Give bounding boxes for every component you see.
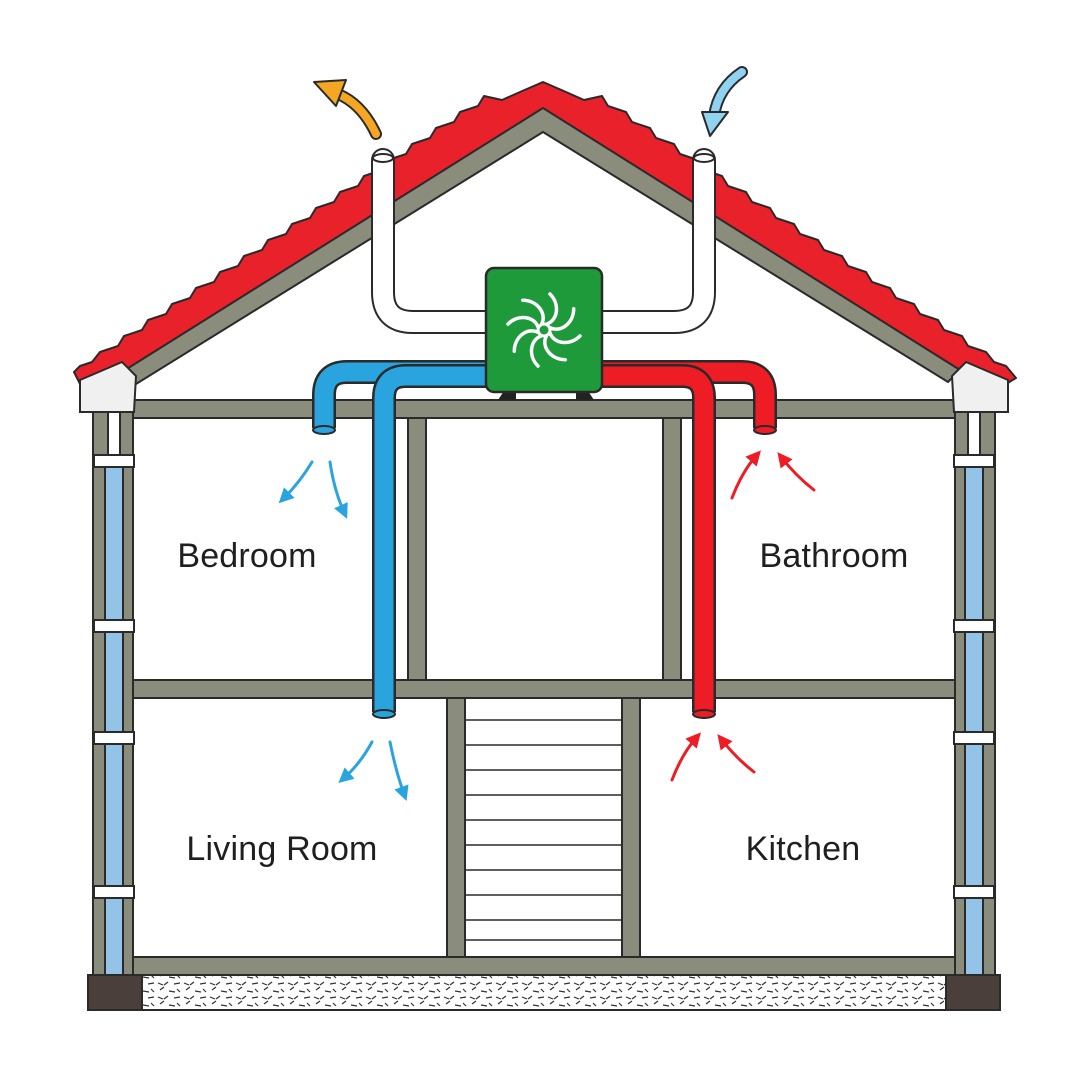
supply-arrow-icon (328, 460, 348, 519)
foundation-block-right (945, 974, 1001, 1011)
eave-left (79, 360, 138, 413)
foundation-block-left (87, 974, 143, 1011)
pipe-bracket (93, 454, 135, 468)
room-label-bedroom: Bedroom (177, 537, 316, 575)
room-label-kitchen: Kitchen (746, 830, 861, 868)
extract-arrow-icon (670, 732, 701, 782)
stair-column-left (446, 697, 466, 958)
exhaust-arrow-icon (313, 79, 382, 140)
pipe-bracket (953, 619, 995, 633)
upper-column-left (407, 417, 427, 681)
supply-arrow-icon (388, 740, 409, 802)
unit-box (484, 266, 604, 394)
fan-icon (506, 292, 582, 368)
stair-column-right (621, 697, 641, 958)
intake-arrow-icon (701, 66, 748, 137)
supply-ducts (312, 360, 490, 719)
extract-ducts (598, 360, 777, 719)
pipe-bracket (953, 454, 995, 468)
pipe-bracket (953, 885, 995, 899)
pipe-bracket (93, 619, 135, 633)
staircase (465, 719, 622, 941)
ground-floor (132, 956, 956, 976)
extract-arrow-icon (730, 450, 761, 500)
floors (132, 399, 956, 976)
extract-arrow-icon (777, 452, 816, 492)
extract-air-arrows (670, 450, 816, 782)
upper-column-right (662, 417, 682, 681)
eave-right (950, 360, 1009, 413)
downpipes (93, 454, 995, 976)
supply-arrow-icon (338, 740, 374, 783)
gravel-slab (139, 974, 947, 1011)
room-label-bathroom: Bathroom (759, 537, 908, 575)
pipe-bracket (93, 731, 135, 745)
supply-arrow-icon (278, 460, 314, 504)
extract-arrow-icon (717, 734, 756, 774)
interior-columns (407, 417, 682, 958)
first-floor (132, 679, 956, 699)
roof-tiles (73, 81, 1017, 385)
pipe-bracket (953, 731, 995, 745)
foundation (87, 974, 1001, 1011)
roof (73, 81, 1017, 413)
roof-vent-ducts (371, 148, 716, 334)
supply-air-arrows (278, 460, 409, 802)
ceiling-beam (132, 399, 956, 419)
room-label-living-room: Living Room (186, 830, 377, 868)
pipe-bracket (93, 885, 135, 899)
mvhr-unit (484, 266, 604, 400)
